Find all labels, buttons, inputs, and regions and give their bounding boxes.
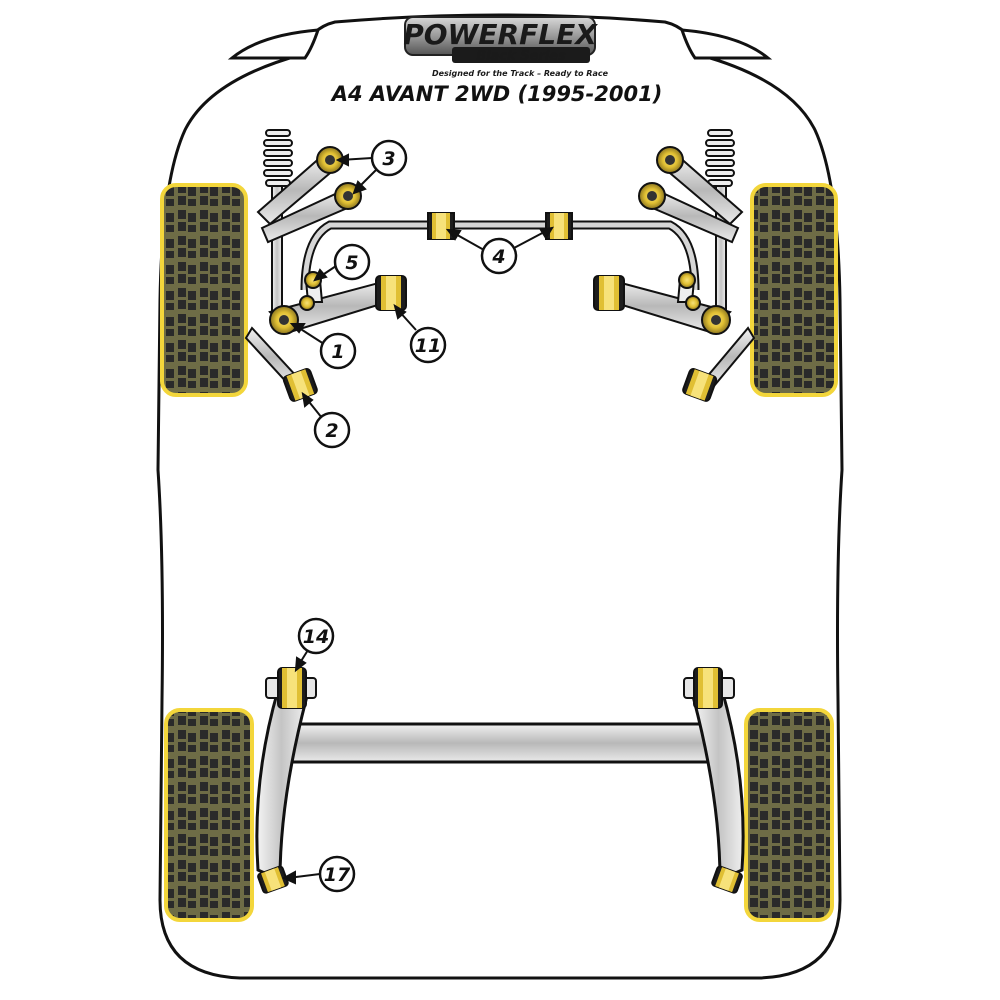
- callout-17-label: 17: [324, 864, 351, 886]
- bushes: [257, 146, 743, 894]
- powerflex-logo: POWERFLEX Black Series Designed for the …: [403, 16, 609, 78]
- brand-name: POWERFLEX: [403, 18, 598, 51]
- bush-5-right-lower: [685, 295, 701, 311]
- mirror-right: [679, 28, 773, 60]
- callout-1-label: 1: [331, 341, 344, 363]
- rear-axle-beam: [280, 722, 720, 764]
- right-coil-spring: [705, 129, 735, 187]
- bush-2-right: [682, 368, 718, 402]
- callout-11-label: 11: [415, 335, 441, 357]
- callout-14: 14: [297, 617, 335, 655]
- bush-11-right: [593, 275, 625, 311]
- bush-4-right: [545, 212, 573, 240]
- callout-2: 2: [313, 411, 351, 449]
- diagram-title: A4 AVANT 2WD (1995-2001): [330, 82, 663, 106]
- mirror-left: [227, 28, 321, 60]
- callout-5-label: 5: [345, 252, 358, 274]
- callout-14-label: 14: [303, 626, 329, 648]
- bush-5-left-lower: [299, 295, 315, 311]
- rear-left-tyre: [164, 708, 254, 922]
- bush-2-left: [282, 368, 318, 402]
- bush-4-left: [427, 212, 455, 240]
- rear-right-tyre: [744, 708, 834, 922]
- bush-14-left: [265, 667, 317, 709]
- brand-tagline: Designed for the Track – Ready to Race: [432, 69, 609, 78]
- bush-14-right: [683, 667, 735, 709]
- bush-17-left: [257, 865, 289, 894]
- rear-axle-assembly: [255, 688, 745, 883]
- front-left-tyre: [160, 183, 248, 397]
- front-right-tyre: [750, 183, 838, 397]
- callout-5: 5: [333, 243, 371, 281]
- front-left-suspension: [244, 129, 700, 388]
- bush-11-left: [375, 275, 407, 311]
- callout-2-label: 2: [325, 420, 338, 442]
- bush-17-right: [711, 865, 743, 894]
- callout-17: 17: [318, 855, 356, 893]
- callout-4: 4: [480, 237, 518, 275]
- callout-3: 3: [370, 139, 408, 177]
- brand-series: Black Series: [476, 49, 566, 64]
- front-right-suspension: [604, 129, 756, 388]
- callout-11: 11: [409, 326, 447, 364]
- callout-4-label: 4: [491, 246, 505, 268]
- bush-5-right: [678, 271, 696, 289]
- callout-leaders: [281, 153, 554, 885]
- callout-3-label: 3: [382, 148, 395, 170]
- callout-1: 1: [319, 332, 357, 370]
